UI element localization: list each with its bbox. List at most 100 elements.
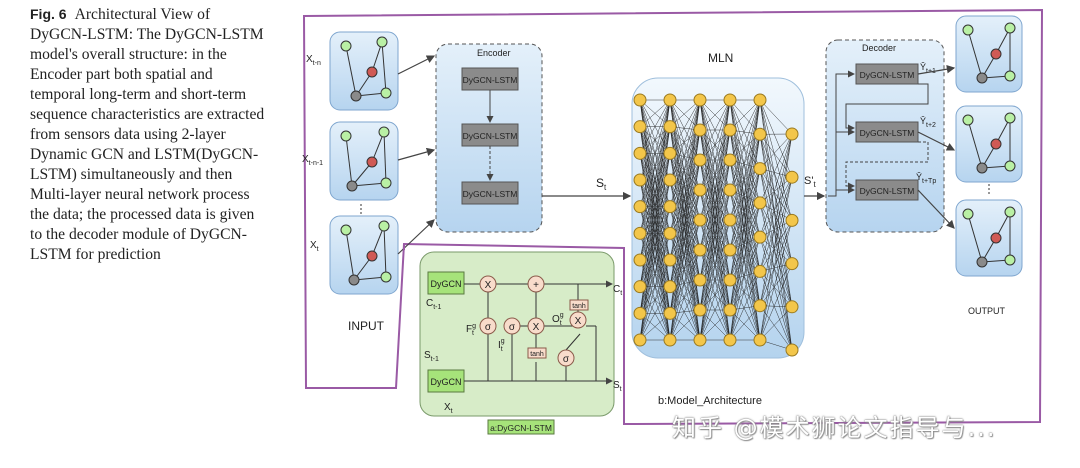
decoder-title: Decoder xyxy=(862,43,896,53)
mln-edge xyxy=(729,279,761,306)
mln-neuron xyxy=(785,170,799,184)
mln-edge xyxy=(639,99,671,287)
mln-edge xyxy=(759,99,793,178)
mln-neuron xyxy=(693,93,707,107)
input-graph-2 xyxy=(329,121,399,201)
mln-edge xyxy=(729,271,761,311)
mln-neuron xyxy=(723,123,737,137)
mln-neuron xyxy=(633,173,647,187)
decoder-block-2-label: DyGCN-LSTM xyxy=(860,128,915,138)
mln-edge xyxy=(729,202,761,341)
mln-edge xyxy=(729,189,761,341)
cell-label: a:DyGCN-LSTM xyxy=(490,423,552,433)
mln-edge xyxy=(759,133,793,238)
mln-edge xyxy=(639,99,671,207)
mln-neuron xyxy=(663,173,677,187)
mln-edge xyxy=(729,279,761,341)
mln-edge xyxy=(669,249,701,287)
mln-edge xyxy=(669,99,701,181)
mln-edge xyxy=(669,129,701,341)
mln-edge xyxy=(759,306,793,341)
mln-edge xyxy=(639,206,671,341)
output-graph-3 xyxy=(955,199,1023,277)
mln-edge xyxy=(669,99,701,341)
input-graph-1 xyxy=(329,31,399,111)
mln-edge xyxy=(669,179,701,221)
mln-edge xyxy=(729,159,761,203)
mln-edge xyxy=(729,202,761,311)
mln-edge xyxy=(669,129,701,234)
mln-edge xyxy=(759,177,793,204)
encoder-block-1-label: DyGCN-LSTM xyxy=(463,75,518,85)
mln-neuron xyxy=(663,146,677,160)
mln-edge xyxy=(729,99,761,135)
cell-sigma-o: σ xyxy=(563,354,570,365)
mln-edge xyxy=(669,249,701,314)
mln-edge xyxy=(729,159,761,272)
mln-edge xyxy=(639,99,671,314)
cell-c-prev: Ct-1 xyxy=(426,298,442,311)
mln-edge xyxy=(729,129,761,203)
mln-edge xyxy=(669,179,701,281)
mln-edge xyxy=(759,263,793,341)
input-caption: INPUT xyxy=(348,319,385,333)
mln-edge xyxy=(759,177,793,272)
mln-neuron xyxy=(633,253,647,267)
mln-neuron xyxy=(723,333,737,347)
mln-edge xyxy=(669,206,701,311)
cell-s-out: St xyxy=(613,380,622,393)
input-label-2: Xt-n-1 xyxy=(302,154,323,167)
cell-input-mult: X xyxy=(533,322,540,333)
mln-edge xyxy=(729,99,761,131)
caption-text: Architectural View of DyGCN-LSTM: The Dy… xyxy=(30,6,265,263)
cell-tanh-1: tanh xyxy=(530,351,544,358)
mln-edge xyxy=(639,126,671,341)
mln-edge xyxy=(669,219,701,287)
mln-edge xyxy=(759,236,793,264)
mln-edge xyxy=(669,99,701,191)
mln-edge xyxy=(729,134,761,221)
mln-edge xyxy=(669,126,701,341)
cell-c-out: Ct xyxy=(613,284,622,297)
cell-output-mult: X xyxy=(575,316,582,327)
mln-edge xyxy=(729,189,761,238)
mln-edge xyxy=(639,286,671,341)
mln-edge xyxy=(759,263,793,306)
mln-neuron xyxy=(693,333,707,347)
mln-edge xyxy=(699,99,731,221)
mln-edge xyxy=(699,219,731,341)
mln-edge xyxy=(669,189,701,314)
mln-edge xyxy=(669,189,701,287)
mln-edge xyxy=(759,168,793,264)
mln-neuron xyxy=(723,303,737,317)
decoder-block-3-label: DyGCN-LSTM xyxy=(860,186,915,196)
mln-edge xyxy=(669,179,701,311)
mln-neuron xyxy=(633,306,647,320)
mln-edge xyxy=(699,309,731,341)
mln-neuron xyxy=(693,213,707,227)
mln-edge xyxy=(729,159,761,306)
mln-edge xyxy=(669,126,701,251)
mln-edge xyxy=(669,159,701,234)
mln-edge xyxy=(669,219,701,341)
encoder-block-2-label: DyGCN-LSTM xyxy=(463,131,518,141)
decoder-output-2: Ŷt+2 xyxy=(920,116,936,129)
mln-neuron xyxy=(723,183,737,197)
input-label-1: Xt-n xyxy=(306,54,321,67)
mln-edge xyxy=(669,153,701,191)
figure-label: Fig. 6 xyxy=(30,6,67,22)
cell-x-input: Xt xyxy=(444,402,453,415)
mln-edge xyxy=(729,99,761,161)
mln-edge xyxy=(669,286,701,341)
mln-edge xyxy=(729,129,761,238)
mln-edge xyxy=(699,279,731,341)
mln-edge xyxy=(669,313,701,341)
mln-edge xyxy=(669,153,701,281)
mln-edge xyxy=(669,309,701,341)
mln-edge xyxy=(729,99,761,251)
mln-edge xyxy=(699,249,731,341)
mln-neuron xyxy=(633,333,647,347)
mln-edge xyxy=(729,202,761,281)
watermark: 知乎 @模术狮论文指导与... xyxy=(672,414,997,442)
mln-neuron xyxy=(785,300,799,314)
